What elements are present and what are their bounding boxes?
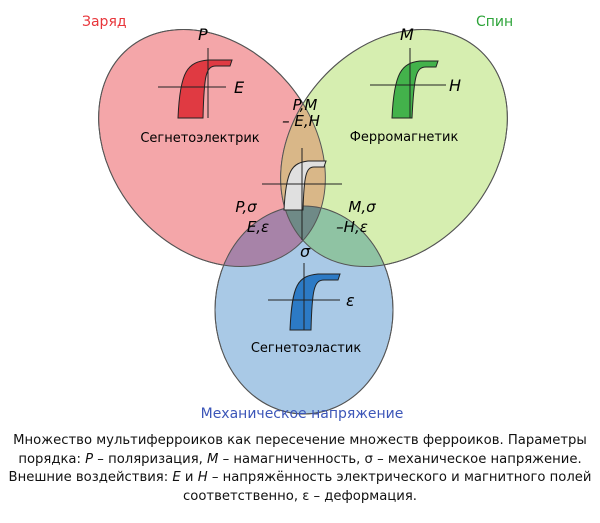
- multiferroic-venn-diagram: Заряд Спин Механическое напряжение P E С…: [82, 14, 513, 422]
- ferroelectric-loop: [177, 59, 233, 119]
- stress-label: Механическое напряжение: [201, 406, 404, 422]
- ferromagnetic-loop: [391, 60, 439, 119]
- ferromagnetic-name: Ферромагнетик: [350, 130, 459, 145]
- ferroelastic-hysteresis-plot: σ ε: [268, 242, 355, 331]
- ferroelastic-name: Сегнетоэластик: [251, 341, 362, 356]
- figure-caption: Множество мультиферроиков как пересечени…: [6, 432, 594, 506]
- charge-label: Заряд: [82, 14, 127, 30]
- multiferroic-hysteresis-plot: [262, 148, 342, 240]
- spin-stress-params: M,σ: [348, 198, 376, 216]
- caption-line-1: Множество мультиферроиков как пересечени…: [13, 433, 587, 448]
- caption-line-3: Внешние воздействия: E и H – напряжённос…: [8, 470, 592, 485]
- ferroelectric-hysteresis-plot: P E: [158, 25, 245, 119]
- caption-line-4: соответственно, ε – деформация.: [183, 488, 417, 504]
- ferroelastic-y-axis: σ: [300, 242, 311, 261]
- charge-stress-params: P,σ: [235, 198, 257, 216]
- ferroelastic-loop: [289, 273, 341, 331]
- spin-stress-fields: –H,ε: [336, 218, 368, 236]
- caption-line-2: порядка: P – поляризация, M – намагничен…: [18, 451, 582, 467]
- charge-spin-fields: – E,H: [282, 112, 320, 130]
- ferromagnetic-y-axis: M: [400, 25, 414, 44]
- ferroelectric-x-axis: E: [234, 78, 245, 97]
- ferromagnetic-hysteresis-plot: M H: [370, 25, 461, 119]
- spin-label: Спин: [476, 14, 513, 30]
- multiferroic-loop: [283, 160, 327, 211]
- charge-stress-fields: E,ε: [247, 218, 269, 236]
- ferroelectric-name: Сегнетоэлектрик: [140, 131, 259, 146]
- ferromagnetic-x-axis: H: [449, 76, 461, 95]
- charge-spin-params: P,M: [293, 96, 318, 114]
- ferroelastic-x-axis: ε: [346, 291, 355, 310]
- ferroelectric-y-axis: P: [198, 25, 208, 44]
